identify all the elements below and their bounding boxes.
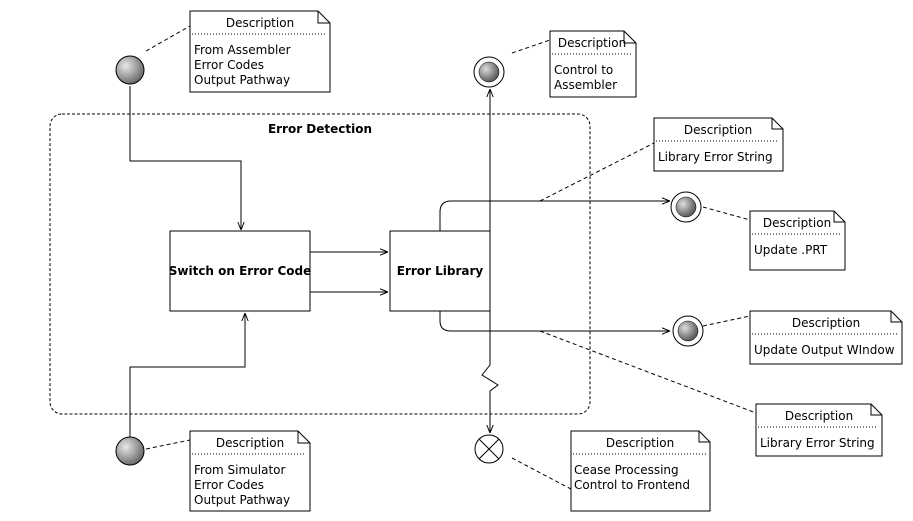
flow-library-to-cease xyxy=(481,311,499,433)
start-node-assembler xyxy=(115,55,145,85)
group-label: Error Detection xyxy=(268,122,372,136)
note-output-window[interactable]: Description Update Output WIndow xyxy=(749,310,903,365)
note-line: Update .PRT xyxy=(754,243,828,257)
error-library-label: Error Library xyxy=(397,264,484,278)
error-library-box[interactable]: Error Library xyxy=(389,230,491,312)
note-line: From Simulator xyxy=(194,463,286,477)
note-line: Output Pathway xyxy=(194,493,290,507)
switch-box[interactable]: Switch on Error Code xyxy=(169,230,312,312)
flow-assembler-to-switch xyxy=(129,86,241,230)
note-lib-string-bottom[interactable]: Description Library Error String xyxy=(755,403,883,457)
end-node-output-window xyxy=(672,315,704,347)
note-title: Description xyxy=(785,409,853,423)
note-line: Assembler xyxy=(554,78,617,92)
start-node-simulator xyxy=(115,436,145,466)
note-title: Description xyxy=(792,316,860,330)
flow-simulator-to-switch xyxy=(129,313,245,437)
note-line: Library Error String xyxy=(760,436,875,450)
note-title: Description xyxy=(606,436,674,450)
note-title: Description xyxy=(763,216,831,230)
note-title: Description xyxy=(684,123,752,137)
terminate-node xyxy=(474,434,504,464)
end-node-prt xyxy=(670,191,702,223)
notes-layer: Description From Assembler Error Codes O… xyxy=(189,10,903,512)
note-prt[interactable]: Description Update .PRT xyxy=(749,210,846,271)
note-cease[interactable]: Description Cease Processing Control to … xyxy=(570,430,711,512)
note-assembler-out[interactable]: Description Control to Assembler xyxy=(549,30,637,98)
note-line: From Assembler xyxy=(194,43,291,57)
switch-box-label: Switch on Error Code xyxy=(169,264,312,278)
note-line: Output Pathway xyxy=(194,73,290,87)
note-line: Control to Frontend xyxy=(574,478,690,492)
flow-library-to-output xyxy=(439,311,670,331)
flow-library-to-prt xyxy=(439,201,670,231)
note-assembler-in[interactable]: Description From Assembler Error Codes O… xyxy=(189,10,331,93)
note-links xyxy=(145,25,757,490)
note-title: Description xyxy=(226,16,294,30)
error-detection-group: Error Detection xyxy=(49,113,591,415)
note-line: Cease Processing xyxy=(574,463,679,477)
note-title: Description xyxy=(558,36,626,50)
note-line: Error Codes xyxy=(194,58,264,72)
connectors xyxy=(129,86,670,437)
note-line: Library Error String xyxy=(658,150,773,164)
end-node-assembler xyxy=(473,56,505,88)
note-simulator-in[interactable]: Description From Simulator Error Codes O… xyxy=(189,430,311,512)
note-line: Control to xyxy=(554,63,613,77)
note-lib-string-top[interactable]: Description Library Error String xyxy=(653,117,784,172)
note-line: Error Codes xyxy=(194,478,264,492)
note-title: Description xyxy=(216,436,284,450)
note-line: Update Output WIndow xyxy=(754,343,895,357)
